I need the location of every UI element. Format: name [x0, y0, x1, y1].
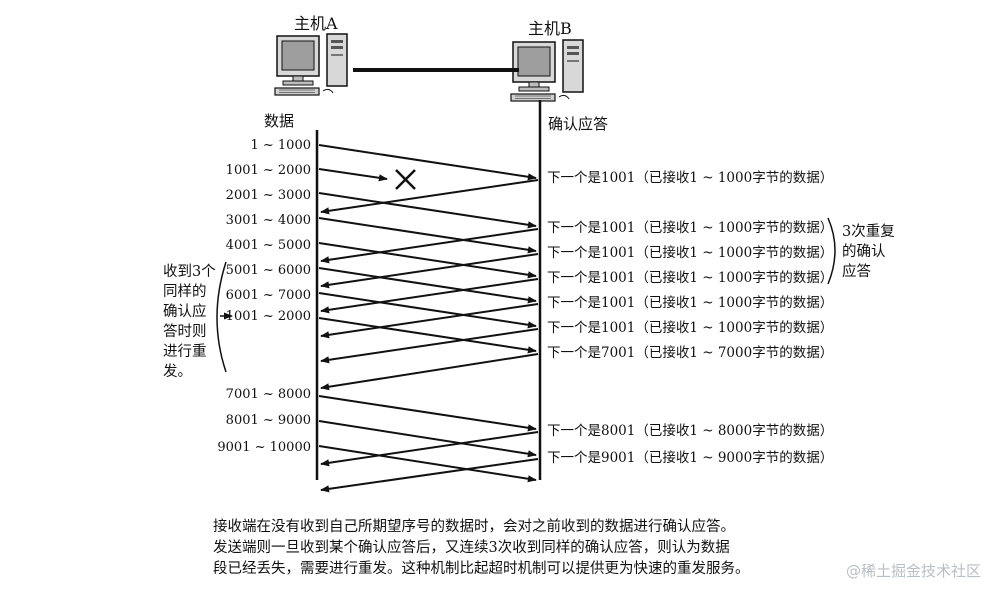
segment-label: 1 ~ 1000	[250, 138, 311, 153]
segment-label: 1001 ~ 2000	[226, 163, 311, 178]
ack-label: 下一个是7001（已接收1 ~ 7000字节的数据）	[547, 344, 833, 361]
ack-label: 下一个是1001（已接收1 ~ 1000字节的数据）	[547, 319, 833, 336]
host-a-label: 主机A	[294, 14, 338, 33]
ack-arrow	[320, 458, 539, 493]
ack-label: 下一个是1001（已接收1 ~ 1000字节的数据）	[547, 169, 833, 186]
duplicate-ack-note: 3次重复 的确认 应答	[827, 217, 895, 285]
data-arrow	[318, 445, 537, 483]
data-arrows	[318, 144, 537, 483]
ack-arrow	[320, 278, 539, 314]
data-column-header: 数据	[264, 112, 294, 130]
segment-label: 2001 ~ 3000	[226, 188, 311, 203]
ack-arrows	[320, 179, 539, 493]
retransmit-segment-label: 1001 ~ 2000	[226, 309, 311, 324]
ack-label: 下一个是1001（已接收1 ~ 1000字节的数据）	[547, 219, 833, 236]
right-brace	[827, 217, 836, 285]
segment-label: 8001 ~ 9000	[226, 413, 311, 428]
segment-label: 9001 ~ 10000	[217, 440, 311, 455]
ack-label: 下一个是1001（已接收1 ~ 1000字节的数据）	[547, 294, 833, 311]
segment-label: 6001 ~ 7000	[226, 288, 311, 303]
note-line: 的确认	[842, 243, 886, 260]
ack-arrow	[320, 353, 539, 391]
data-arrow	[318, 217, 537, 254]
note-line: 3次重复	[842, 222, 895, 240]
left-brace	[216, 261, 227, 373]
caption-line: 接收端在没有收到自己所期望序号的数据时，会对之前收到的数据进行确认应答。	[213, 519, 735, 535]
ack-arrow	[320, 179, 539, 215]
segment-label: 7001 ~ 8000	[226, 387, 311, 402]
ack-arrow	[320, 431, 539, 467]
watermark: @稀土掘金技术社区	[845, 562, 981, 580]
data-arrow	[318, 292, 537, 329]
caption-line: 段已经丢失，需要进行重发。这种机制比起超时机制可以提供更为快速的重发服务。	[213, 561, 750, 577]
data-arrow	[318, 144, 537, 181]
ack-label: 下一个是9001（已接收1 ~ 9000字节的数据）	[547, 449, 833, 466]
figure-caption: 接收端在没有收到自己所期望序号的数据时，会对之前收到的数据进行确认应答。 发送端…	[213, 517, 853, 580]
segment-label: 3001 ~ 4000	[226, 213, 311, 228]
ack-column-header: 确认应答	[548, 115, 608, 133]
host-b-computer-icon	[510, 39, 584, 102]
host-b-label: 主机B	[528, 19, 572, 38]
data-arrow	[318, 395, 537, 432]
data-arrow	[318, 267, 537, 304]
retransmit-data-arrow	[318, 317, 537, 354]
segment-labels: 1 ~ 1000 1001 ~ 2000 2001 ~ 3000 3001 ~ …	[217, 138, 311, 455]
note-line: 答时则	[163, 323, 207, 340]
note-line: 同样的	[163, 283, 207, 300]
note-line: 应答	[842, 262, 871, 280]
segment-label: 5001 ~ 6000	[226, 263, 311, 278]
data-arrow	[318, 242, 537, 279]
packet-lost-x-icon	[395, 169, 416, 190]
ack-label: 下一个是1001（已接收1 ~ 1000字节的数据）	[547, 244, 833, 261]
ack-arrow	[320, 253, 539, 289]
caption-line: 发送端则一旦收到某个确认应答后，又连续3次收到同样的确认应答，则认为数据	[213, 540, 730, 556]
ack-label: 下一个是8001（已接收1 ~ 8000字节的数据）	[547, 422, 833, 439]
fast-retransmit-note: 收到3个 同样的 确认应 答时则 进行重 发。	[163, 261, 233, 380]
lost-data-arrow	[318, 168, 388, 182]
ack-arrow	[320, 303, 539, 339]
ack-arrow	[320, 228, 539, 264]
note-line: 进行重	[163, 343, 207, 360]
ack-labels: 下一个是1001（已接收1 ~ 1000字节的数据） 下一个是1001（已接收1…	[547, 169, 833, 466]
note-line: 发。	[163, 363, 192, 380]
note-line: 确认应	[163, 302, 207, 320]
data-arrow	[318, 192, 537, 229]
segment-label: 4001 ~ 5000	[226, 238, 311, 253]
host-a-computer-icon	[274, 33, 348, 96]
note-line: 收到3个	[163, 263, 216, 280]
data-arrow	[318, 420, 537, 458]
ack-arrow	[320, 328, 539, 364]
ack-label: 下一个是1001（已接收1 ~ 1000字节的数据）	[547, 269, 833, 286]
